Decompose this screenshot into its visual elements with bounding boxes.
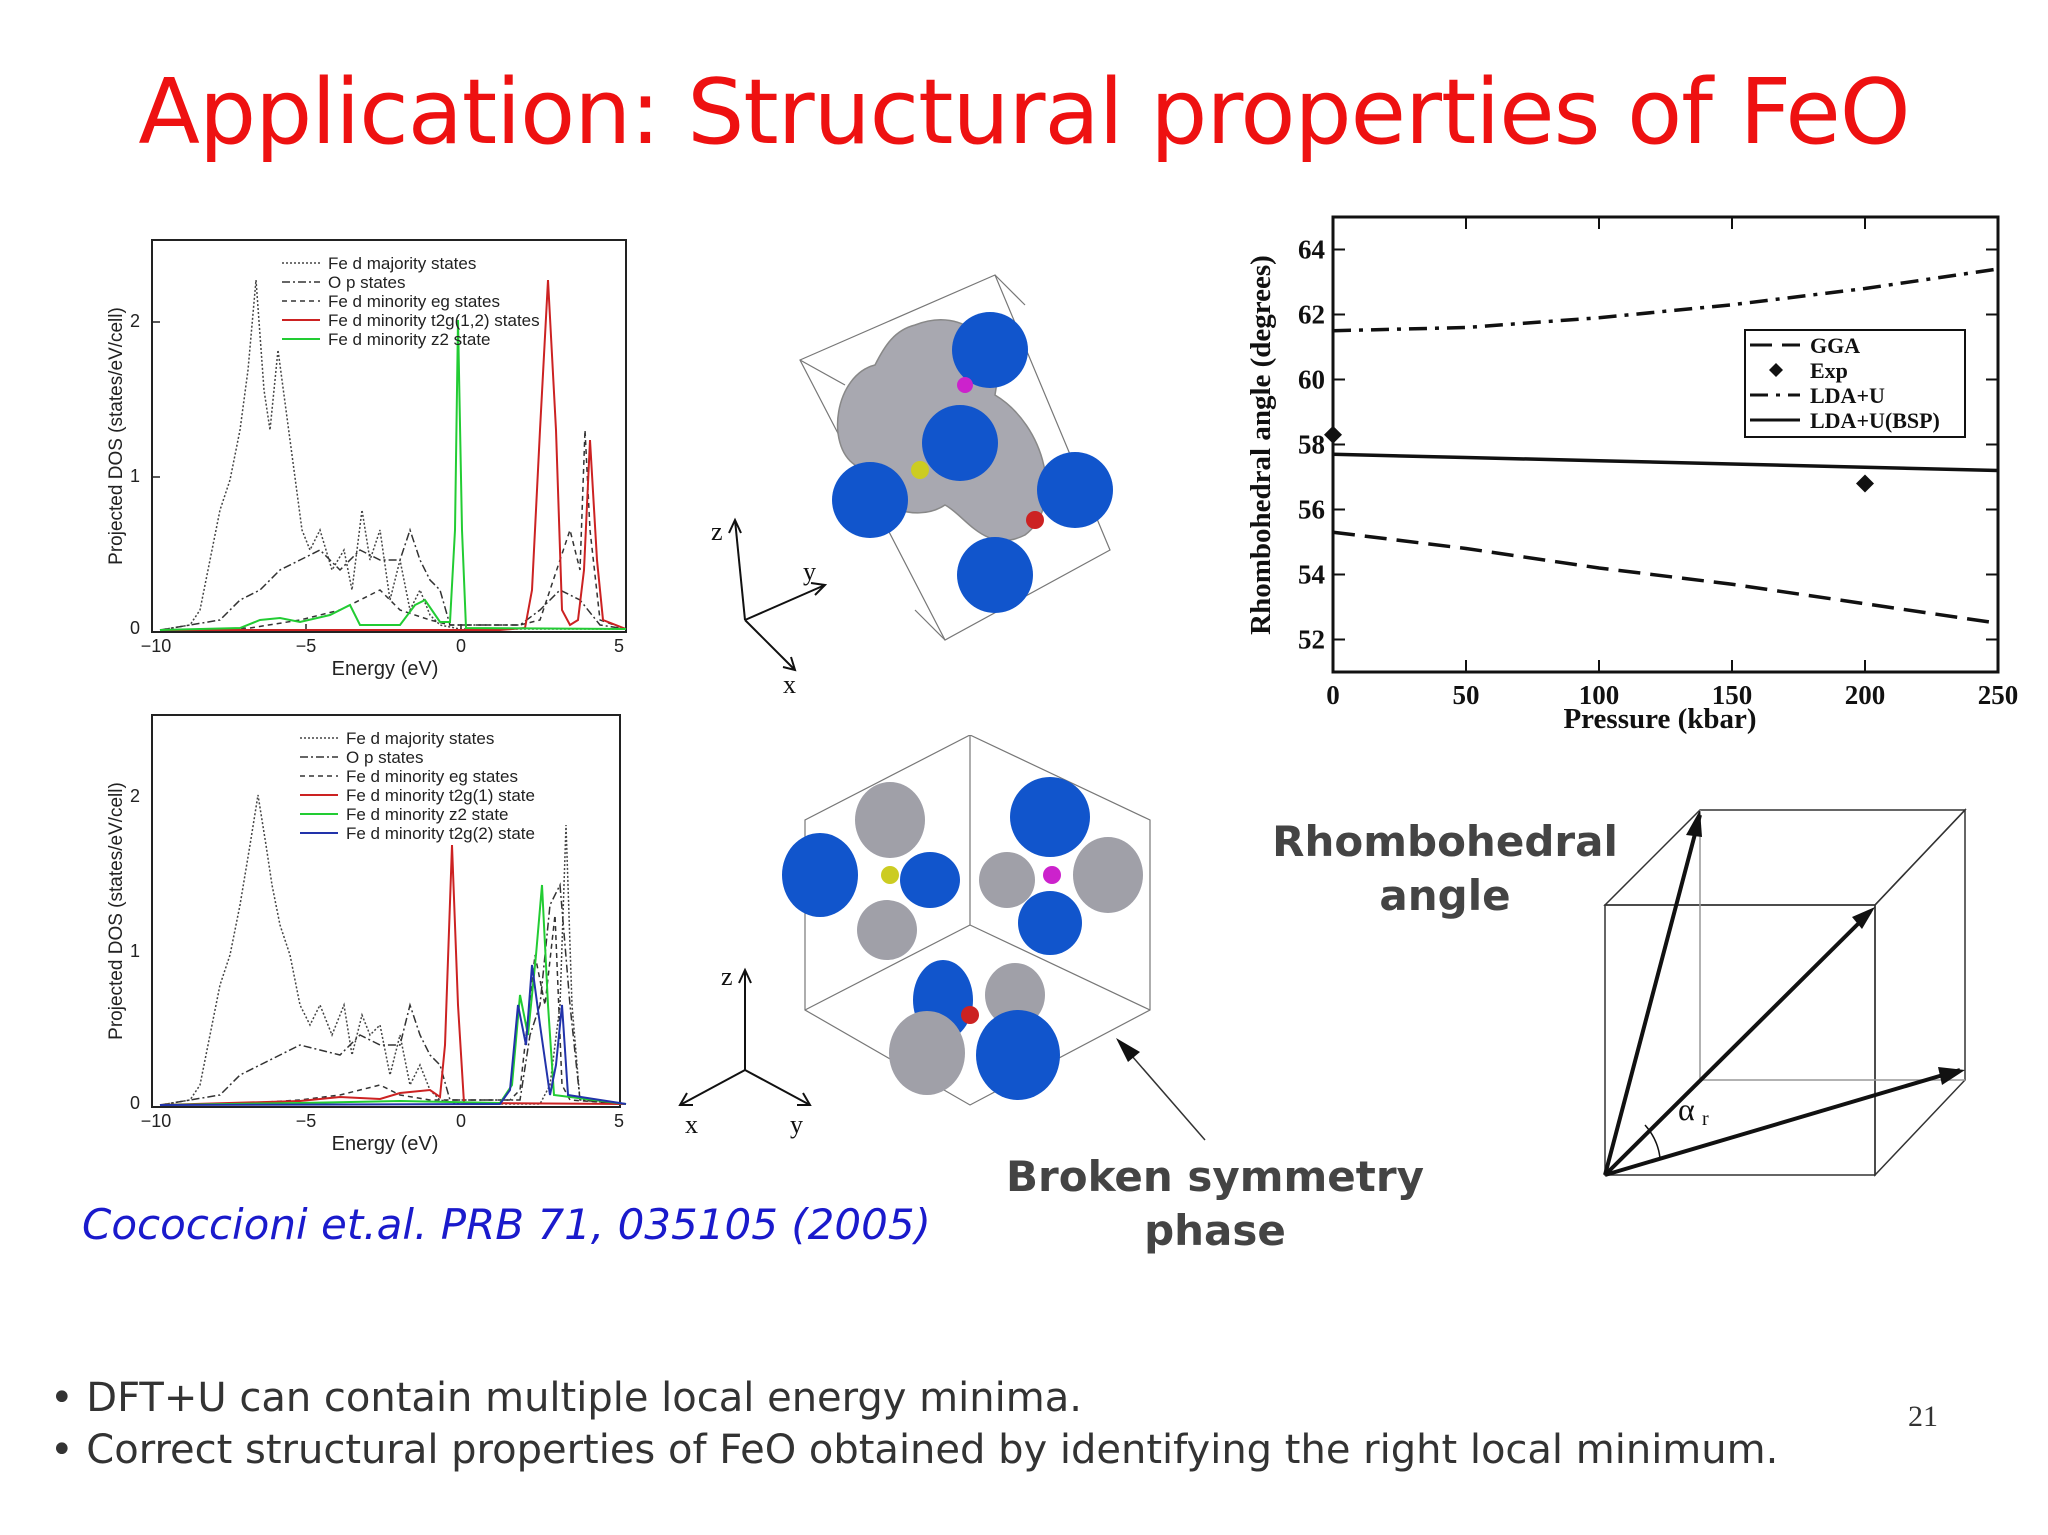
axis-label-x-bottom: x: [685, 1110, 698, 1139]
broken-symmetry-arrow: [1116, 1038, 1206, 1141]
dos-bottom-legend: Fe d minority t2g(2) state: [346, 824, 535, 843]
dos-top-legend: Fe d minority eg states: [328, 292, 500, 311]
citation-link[interactable]: Cococcioni et.al. PRB 71, 035105 (2005): [82, 1200, 931, 1249]
legend-label: LDA+U: [1810, 383, 1885, 408]
legend-label: LDA+U(BSP): [1810, 408, 1940, 433]
dos-top-xlabel: Energy (eV): [332, 658, 439, 680]
broken-label-line2: phase: [1144, 1206, 1286, 1255]
dos-top-xtick: −5: [296, 636, 317, 656]
dos-bottom-legend: Fe d minority t2g(1) state: [346, 786, 535, 805]
dos-bottom-ytick: 1: [130, 941, 140, 961]
rhombohedral-angle-label: Rhombohedral angle: [1255, 815, 1635, 923]
y-tick-label: 54: [1298, 560, 1325, 590]
slide-title: Application: Structural properties of Fe…: [138, 60, 1910, 165]
bullet-item: • Correct structural properties of FeO o…: [50, 1427, 1779, 1473]
alpha-label: α: [1678, 1091, 1695, 1127]
axis-label-z-top: z: [711, 517, 723, 546]
dos-top-ylabel: Projected DOS (states/eV/cell): [106, 307, 127, 565]
dos-bottom-legend: Fe d minority z2 state: [346, 805, 509, 824]
dos-bottom-xtick: −10: [141, 1111, 172, 1131]
dos-top-ytick: 1: [130, 466, 140, 486]
legend-label: Exp: [1810, 358, 1848, 383]
dos-top-xtick: 5: [614, 636, 624, 656]
exp-point: [1324, 425, 1342, 444]
legend-marker: [1769, 363, 1783, 377]
broken-label-line1: Broken symmetry: [1006, 1152, 1424, 1201]
y-tick-label: 64: [1298, 235, 1325, 265]
axis-label-x-top: x: [783, 670, 796, 699]
series-line-gga: [1332, 530, 1999, 625]
dos-top-plot: Projected DOS (states/eV/cell) Energy (e…: [106, 239, 627, 680]
x-tick-label: 100: [1579, 680, 1620, 710]
x-tick-label: 50: [1453, 680, 1480, 710]
y-tick-label: 52: [1298, 625, 1325, 655]
dos-bottom-ylabel: Projected DOS (states/eV/cell): [106, 782, 127, 1040]
x-tick-label: 0: [1326, 680, 1340, 710]
dos-bottom-legend: Fe d majority states: [346, 729, 494, 748]
dos-bottom-legend: Fe d minority eg states: [346, 767, 518, 786]
x-tick-label: 250: [1978, 680, 2019, 710]
dos-bottom-xtick: −5: [296, 1111, 317, 1131]
series-line-lda-u-bsp-: [1332, 452, 1999, 473]
rhombohedral-label-line1: Rhombohedral: [1272, 817, 1618, 866]
axis-label-y-bottom: y: [790, 1110, 803, 1139]
bullet-item: • DFT+U can contain multiple local energ…: [50, 1375, 1082, 1421]
alpha-subscript: r: [1702, 1108, 1709, 1130]
dos-top-ytick: 0: [130, 618, 140, 638]
y-tick-label: 58: [1298, 430, 1325, 460]
axis-label-y-top: y: [803, 557, 816, 586]
dos-bottom-plot: Projected DOS (states/eV/cell) Energy (e…: [106, 714, 627, 1155]
crystal-top-figure: z y x: [711, 274, 1113, 699]
exp-point: [1856, 474, 1874, 493]
y-tick-label: 56: [1298, 495, 1325, 525]
dos-top-legend: Fe d minority t2g(1,2) states: [328, 311, 540, 330]
legend-label: GGA: [1810, 333, 1860, 358]
dos-top-xtick: 0: [456, 636, 466, 656]
crystal-bottom-figure: z x y: [678, 735, 1151, 1139]
dos-top-ytick: 2: [130, 311, 140, 331]
y-tick-label: 62: [1298, 300, 1325, 330]
x-tick-label: 200: [1845, 680, 1886, 710]
rhombohedral-label-line2: angle: [1379, 871, 1511, 920]
angle-chart-ylabel: Rhombohedral angle (degrees): [1245, 255, 1277, 635]
dos-bottom-xtick: 0: [456, 1111, 466, 1131]
series-line-lda-u: [1332, 267, 1999, 333]
y-tick-label: 60: [1298, 365, 1325, 395]
dos-bottom-legend: O p states: [346, 748, 423, 767]
dos-bottom-xlabel: Energy (eV): [332, 1133, 439, 1155]
angle-chart-xlabel: Pressure (kbar): [1563, 703, 1756, 735]
dos-top-xtick: −10: [141, 636, 172, 656]
dos-bottom-ytick: 2: [130, 786, 140, 806]
broken-symmetry-label: Broken symmetry phase: [990, 1150, 1440, 1258]
rhombohedral-cube-diagram: α r: [1603, 808, 1967, 1177]
dos-top-legend: Fe d majority states: [328, 254, 476, 273]
dos-bottom-xtick: 5: [614, 1111, 624, 1131]
dos-bottom-ytick: 0: [130, 1093, 140, 1113]
bullet-list: • DFT+U can contain multiple local energ…: [50, 1372, 1778, 1476]
axis-label-z-bottom: z: [721, 962, 733, 991]
page-number: 21: [1908, 1400, 1938, 1433]
x-tick-label: 150: [1712, 680, 1753, 710]
angle-pressure-chart: 0 50 100 150 200 250 52 54 56 58 60 62 64 Rhombohedr…: [1245, 215, 2019, 735]
dos-top-legend: Fe d minority z2 state: [328, 330, 491, 349]
dos-top-legend: O p states: [328, 273, 405, 292]
